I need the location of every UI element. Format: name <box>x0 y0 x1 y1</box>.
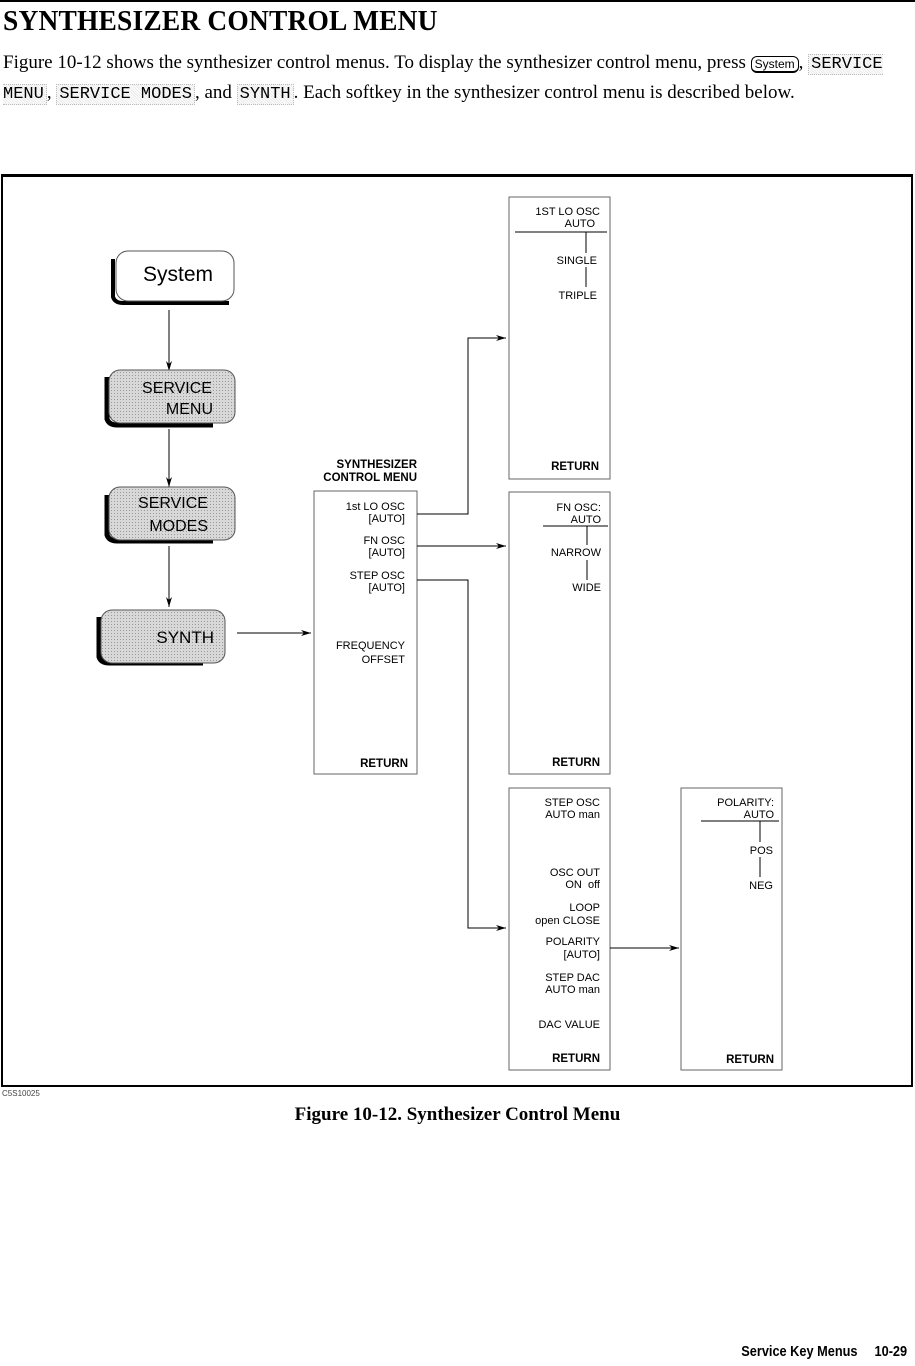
menu-item-step-osc: STEP OSC [AUTO] <box>350 570 405 594</box>
fn-option-wide: WIDE <box>572 582 601 594</box>
item-line: LOOP <box>569 902 600 914</box>
page-title: SYNTHESIZER CONTROL MENU <box>3 6 438 37</box>
fn-osc-menu: FN OSC: AUTO NARROW WIDE RETURN <box>508 491 611 775</box>
service-modes-label-1: SERVICE <box>138 495 208 512</box>
figure-id: C5S10025 <box>2 1089 40 1098</box>
service-modes-label-2: MODES <box>149 518 208 535</box>
polarity-header-2: AUTO <box>744 809 775 821</box>
synth-softkey: SYNTH <box>236 84 294 105</box>
footer-page-number: 10-29 <box>874 1343 907 1360</box>
figure-caption: Figure 10-12. Synthesizer Control Menu <box>294 1104 621 1125</box>
intro-text: . Each softkey in the synthesizer contro… <box>293 82 795 103</box>
lo-osc-menu: 1ST LO OSC AUTO SINGLE TRIPLE RETURN <box>508 196 611 480</box>
step-item-loop: LOOP open CLOSE <box>535 902 600 927</box>
step-item-dac-value: DAC VALUE <box>538 1019 600 1031</box>
arrow-to-lo-menu <box>417 335 506 515</box>
synthesizer-control-menu: SYNTHESIZER CONTROL MENU 1st LO OSC [AUT… <box>313 459 418 775</box>
polarity-option-pos: POS <box>750 845 773 857</box>
system-key: System <box>111 250 235 305</box>
item-line: AUTO man <box>545 809 600 821</box>
item-line: [AUTO] <box>564 949 600 961</box>
step-osc-menu: STEP OSC AUTO man OSC OUT ON off LOOP op… <box>508 787 611 1071</box>
item-line: ON off <box>565 879 601 891</box>
menu-item-1st-lo-osc: 1st LO OSC [AUTO] <box>346 501 405 525</box>
arrow-to-step-menu <box>417 579 506 931</box>
figure-frame: System SERVICE MENU SERVICE MODES SYNTH … <box>1 174 913 1087</box>
item-line: STEP OSC <box>545 797 600 809</box>
synth-key: SYNTH <box>96 609 226 666</box>
intro-paragraph: Figure 10-12 shows the synthesizer contr… <box>3 49 908 109</box>
step-item-polarity: POLARITY [AUTO] <box>546 936 601 961</box>
polarity-header-1: POLARITY: <box>717 797 774 809</box>
step-return: RETURN <box>552 1053 600 1065</box>
step-item-step-dac: STEP DAC AUTO man <box>545 972 600 996</box>
lo-header-1: 1ST LO OSC <box>535 206 600 218</box>
system-hardkey: System <box>750 56 799 73</box>
item-line: FN OSC <box>363 535 405 547</box>
intro-text: Figure 10-12 shows the synthesizer contr… <box>3 52 751 73</box>
synthesizer-menu-diagram: System SERVICE MENU SERVICE MODES SYNTH … <box>96 196 783 1071</box>
item-line: open CLOSE <box>535 915 600 927</box>
service-modes-key: SERVICE MODES <box>104 486 236 544</box>
lo-header-2: AUTO <box>565 218 596 230</box>
lo-option-single: SINGLE <box>557 255 597 267</box>
item-line: DAC VALUE <box>538 1019 600 1031</box>
menu-item-fn-osc: FN OSC [AUTO] <box>363 535 405 559</box>
system-key-label: System <box>143 263 213 286</box>
menu-item-frequency-offset: FREQUENCY OFFSET <box>336 640 406 666</box>
step-item-step-osc: STEP OSC AUTO man <box>545 797 600 821</box>
lo-option-triple: TRIPLE <box>558 290 597 302</box>
polarity-option-neg: NEG <box>749 880 773 892</box>
step-item-osc-out: OSC OUT ON off <box>550 867 601 891</box>
polarity-return: RETURN <box>726 1054 774 1066</box>
service-menu-label-1: SERVICE <box>142 380 212 397</box>
fn-option-narrow: NARROW <box>551 547 602 559</box>
menu-return: RETURN <box>360 758 408 770</box>
fn-return: RETURN <box>552 757 600 769</box>
polarity-menu: POLARITY: AUTO POS NEG RETURN <box>680 787 783 1071</box>
fn-header-1: FN OSC: <box>556 502 601 514</box>
item-line: AUTO man <box>545 984 600 996</box>
footer-section: Service Key Menus <box>741 1343 858 1360</box>
item-line: [AUTO] <box>369 547 405 559</box>
lo-return: RETURN <box>551 461 599 473</box>
item-line: STEP OSC <box>350 570 405 582</box>
item-line: FREQUENCY <box>336 640 406 652</box>
item-line: 1st LO OSC <box>346 501 405 513</box>
page-footer: Service Key Menus 10-29 <box>741 1343 907 1360</box>
item-line: [AUTO] <box>369 513 405 525</box>
top-rule <box>0 0 915 2</box>
item-line: STEP DAC <box>545 972 600 984</box>
separator: , <box>46 82 57 103</box>
menu-heading-2: CONTROL MENU <box>323 472 417 484</box>
separator: , and <box>194 82 237 103</box>
item-line: [AUTO] <box>369 582 405 594</box>
service-menu-label-2: MENU <box>166 401 213 418</box>
item-line: OFFSET <box>362 654 406 666</box>
service-modes-softkey: SERVICE MODES <box>56 84 195 105</box>
fn-header-2: AUTO <box>571 514 602 526</box>
item-line: OSC OUT <box>550 867 600 879</box>
synth-label: SYNTH <box>156 628 214 647</box>
service-menu-key: SERVICE MENU <box>104 369 236 428</box>
item-line: POLARITY <box>546 936 601 948</box>
separator: , <box>798 52 809 73</box>
menu-heading-1: SYNTHESIZER <box>336 459 417 471</box>
